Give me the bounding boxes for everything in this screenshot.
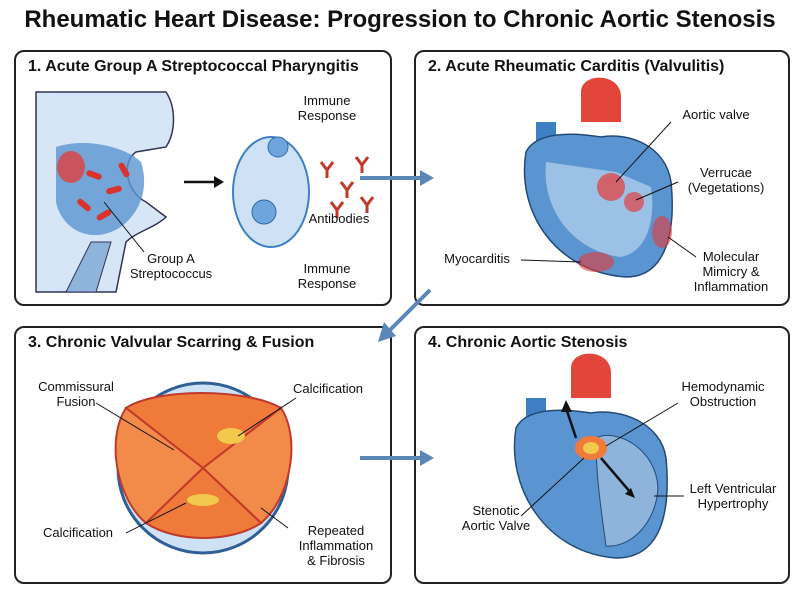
aorta-arch	[581, 77, 621, 122]
mimicry-spot	[652, 216, 672, 248]
myocarditis-spot	[578, 252, 614, 272]
panel-2-title: 2. Acute Rheumatic Carditis (Valvulitis)	[428, 58, 725, 75]
label-immune-top: Immune Response	[297, 93, 357, 123]
flow-arrow	[600, 457, 632, 494]
valve-cusp-top	[124, 392, 283, 470]
label-calcification-bottom: Calcification	[42, 525, 114, 540]
label-stenotic: Stenotic Aortic Valve	[461, 503, 531, 533]
myocarditis-leader	[520, 259, 582, 263]
inflamed-tonsil	[57, 151, 85, 183]
label-immune-bottom: Immune Response	[297, 261, 357, 291]
cell-nucleus-top	[267, 136, 289, 158]
panel-stenosis: 4. Chronic Aortic Stenosis Hemodynamic O…	[414, 326, 790, 584]
calcification-bottom-leader	[125, 502, 187, 534]
label-myocarditis: Myocarditis	[444, 251, 510, 266]
verrucae-leader	[635, 181, 679, 201]
repeated-leader	[260, 507, 289, 529]
valve-cusp-right	[201, 406, 293, 525]
label-commissural: Commissural Fusion	[38, 379, 114, 409]
panel-carditis: 2. Acute Rheumatic Carditis (Valvulitis)…	[414, 50, 790, 306]
calcification-deposit-top	[217, 428, 245, 444]
scarring-illustration	[95, 381, 297, 555]
cell-nucleus-bottom	[251, 199, 277, 225]
label-repeated: Repeated Inflammation & Fibrosis	[298, 523, 374, 568]
hemodynamic-leader	[605, 402, 679, 447]
outflow-arrow	[564, 407, 578, 439]
left-ventricle-hypertrophy	[595, 434, 659, 547]
bacteria-cluster	[77, 162, 130, 221]
carditis-illustration	[520, 77, 697, 278]
panel-pharyngitis: 1. Acute Group A Streptococcal Pharyngit…	[14, 50, 392, 306]
stenosis-illustration	[513, 353, 684, 559]
label-group-a: Group A Streptococcus	[129, 251, 213, 281]
valve-cusp-left	[114, 406, 205, 525]
calcification-top-leader	[237, 397, 297, 437]
calcification-deposit-bottom	[187, 494, 219, 506]
aortic-valve-leader	[615, 121, 672, 183]
commissural-leader	[95, 402, 175, 451]
trachea	[65, 241, 112, 293]
antibody-group	[319, 156, 375, 218]
heart-chambers	[545, 162, 653, 257]
label-hemodynamic: Hemodynamic Obstruction	[681, 379, 765, 409]
page-title: Rheumatic Heart Disease: Progression to …	[24, 6, 776, 33]
label-verrucae: Verrucae (Vegetations)	[687, 165, 765, 195]
label-lvh: Left Ventricular Hypertrophy	[689, 481, 777, 511]
verrucae-spot-2	[624, 192, 644, 212]
mimicry-leader	[667, 236, 697, 258]
label-mimicry: Molecular Mimicry & Inflammation	[693, 249, 769, 294]
pharyngitis-illustration	[35, 91, 375, 293]
valve-calcification	[583, 442, 599, 454]
stenotic-leader	[520, 457, 585, 517]
panel-3-title: 3. Chronic Valvular Scarring & Fusion	[28, 334, 315, 351]
label-calcification-top: Calcification	[292, 381, 364, 396]
label-aortic-valve: Aortic valve	[682, 107, 750, 122]
immune-cell	[232, 136, 310, 248]
panel-4-title: 4. Chronic Aortic Stenosis	[428, 334, 628, 351]
label-antibodies: Antibodies	[308, 211, 370, 226]
group-a-leader	[103, 201, 145, 253]
panel-1-title: 1. Acute Group A Streptococcal Pharyngit…	[28, 58, 359, 75]
aorta-arch-4	[571, 353, 611, 398]
panel-scarring: 3. Chronic Valvular Scarring & Fusion Co…	[14, 326, 392, 584]
